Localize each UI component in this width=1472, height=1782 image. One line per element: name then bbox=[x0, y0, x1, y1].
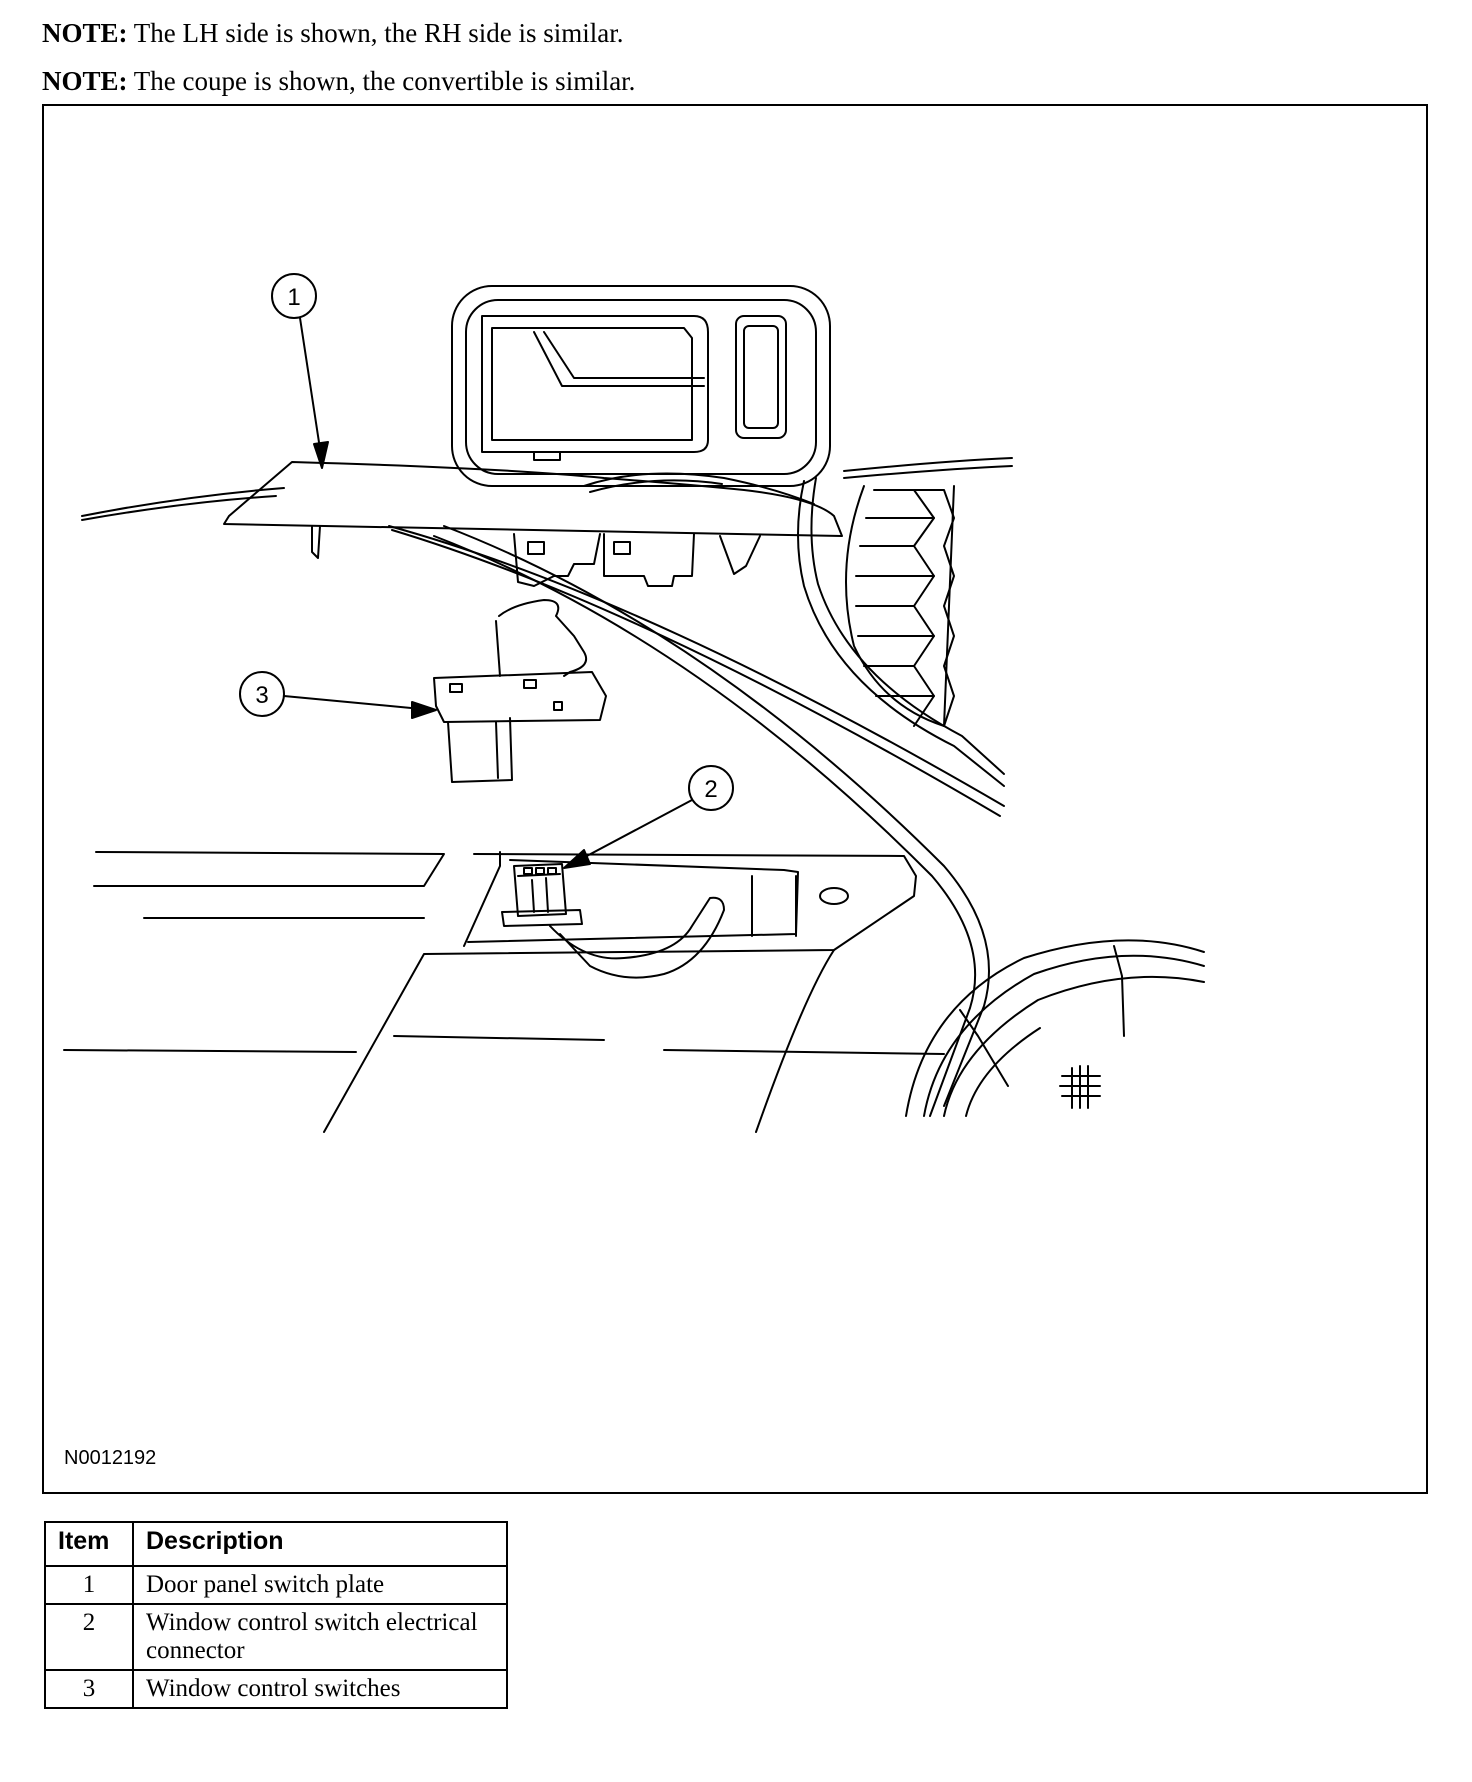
callout-2: 2 bbox=[563, 765, 734, 869]
door-panel-illustration: 1 2 3 bbox=[63, 273, 1205, 1133]
figure-id: N0012192 bbox=[64, 1447, 157, 1469]
callout-3-label: 3 bbox=[255, 682, 268, 709]
window-switch-drawing bbox=[433, 599, 607, 783]
note-label: NOTE: bbox=[42, 18, 128, 48]
legend-header-description: Description bbox=[132, 1521, 508, 1567]
note-label: NOTE: bbox=[42, 66, 128, 96]
legend-header-row: Item Description bbox=[44, 1521, 508, 1567]
speaker-drawing bbox=[905, 939, 1205, 1117]
armrest-drawing bbox=[63, 851, 945, 1133]
legend-item-number: 1 bbox=[44, 1565, 134, 1605]
legend-item-description: Window control switches bbox=[132, 1669, 508, 1709]
illustration-frame: 1 2 3 N0012192 bbox=[42, 104, 1428, 1494]
note-line-2: NOTE: The coupe is shown, the convertibl… bbox=[42, 66, 635, 97]
callout-1-label: 1 bbox=[287, 284, 300, 311]
door-handle-drawing bbox=[451, 285, 831, 487]
table-row: 1 Door panel switch plate bbox=[44, 1565, 508, 1605]
legend-header-item: Item bbox=[44, 1521, 134, 1567]
note-line-1: NOTE: The LH side is shown, the RH side … bbox=[42, 18, 624, 49]
connector-drawing bbox=[501, 863, 725, 979]
legend-item-description: Window control switch electrical connect… bbox=[132, 1603, 508, 1671]
legend-table: Item Description 1 Door panel switch pla… bbox=[44, 1521, 508, 1709]
callout-1: 1 bbox=[271, 273, 329, 469]
callout-2-label: 2 bbox=[704, 776, 717, 803]
legend-item-number: 3 bbox=[44, 1669, 134, 1709]
note-text: The LH side is shown, the RH side is sim… bbox=[133, 18, 624, 48]
table-row: 3 Window control switches bbox=[44, 1669, 508, 1709]
legend-item-description: Door panel switch plate bbox=[132, 1565, 508, 1605]
legend-item-number: 2 bbox=[44, 1603, 134, 1671]
speaker-grille bbox=[845, 485, 955, 727]
table-row: 2 Window control switch electrical conne… bbox=[44, 1603, 508, 1671]
note-text: The coupe is shown, the convertible is s… bbox=[133, 66, 636, 96]
switch-plate-drawing bbox=[223, 461, 843, 587]
callout-3: 3 bbox=[239, 671, 437, 719]
door-trim-lines bbox=[81, 457, 1013, 1117]
